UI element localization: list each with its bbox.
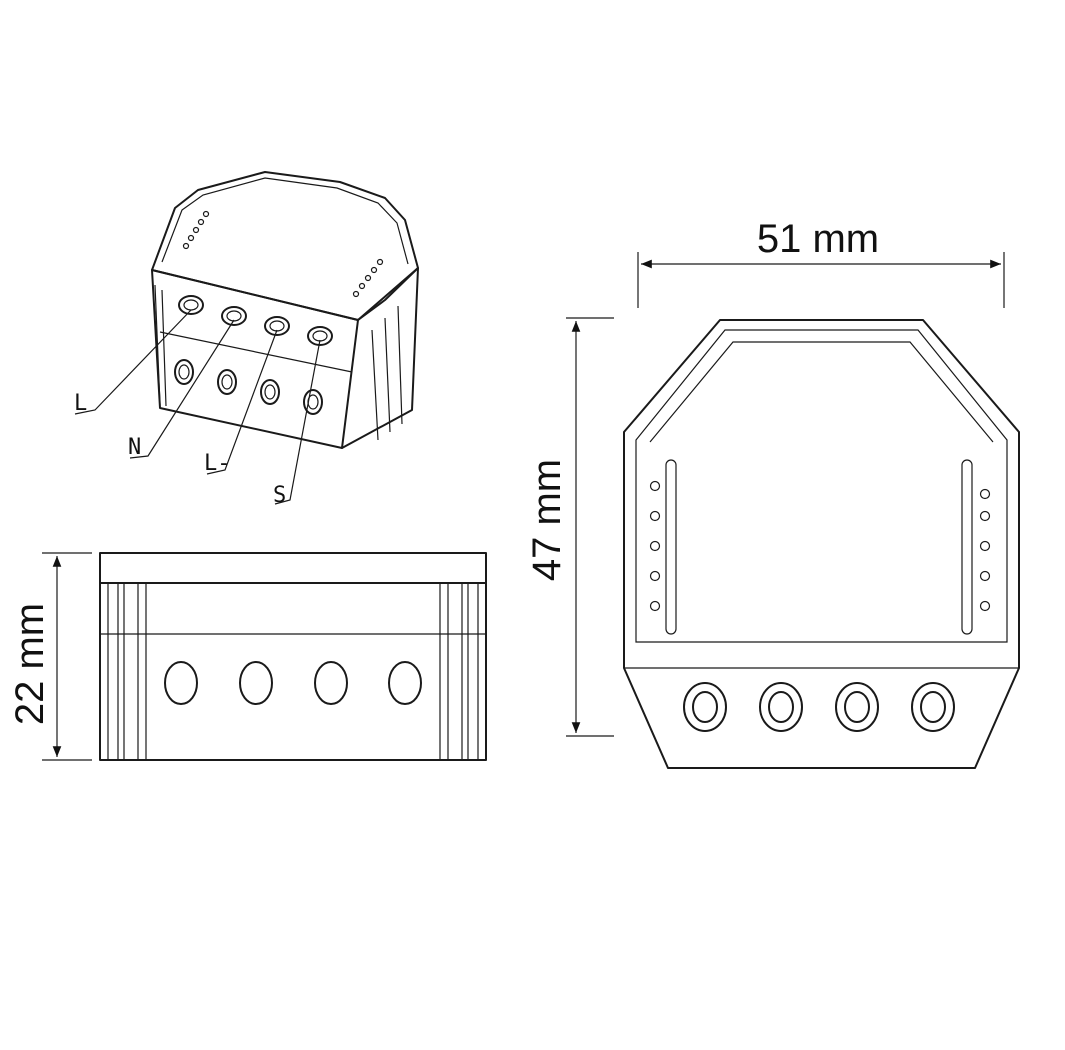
light-pipe-left [665,459,677,635]
height-label: 22 mm [8,603,52,725]
side-view: 22 mm [8,552,487,761]
terminal-label-l-minus: L- [204,451,231,476]
side-wire-holes [164,661,422,705]
terminal-label-n: N [128,435,141,460]
terminal-label-l: L [74,391,87,416]
terminal-leaders [74,309,321,505]
depth-label: 47 mm [525,459,569,581]
led-indicators-left [182,210,210,250]
light-pipe-right [961,459,973,635]
depth-dimension: 47 mm [525,317,614,737]
led-indicators-left-top [649,480,661,612]
top-screw-holes [178,295,333,346]
led-indicators-right [352,258,384,298]
width-dimension: 51 mm [637,217,1005,308]
top-view-screw-terminals [683,682,955,732]
isometric-view: L N L- S [74,171,419,508]
front-wire-holes [174,359,323,415]
terminal-label-s: S [273,483,286,508]
width-label: 51 mm [757,217,879,261]
height-dimension: 22 mm [8,552,92,761]
led-indicators-right-top [979,488,991,612]
top-view: 51 mm 47 mm [525,217,1020,769]
